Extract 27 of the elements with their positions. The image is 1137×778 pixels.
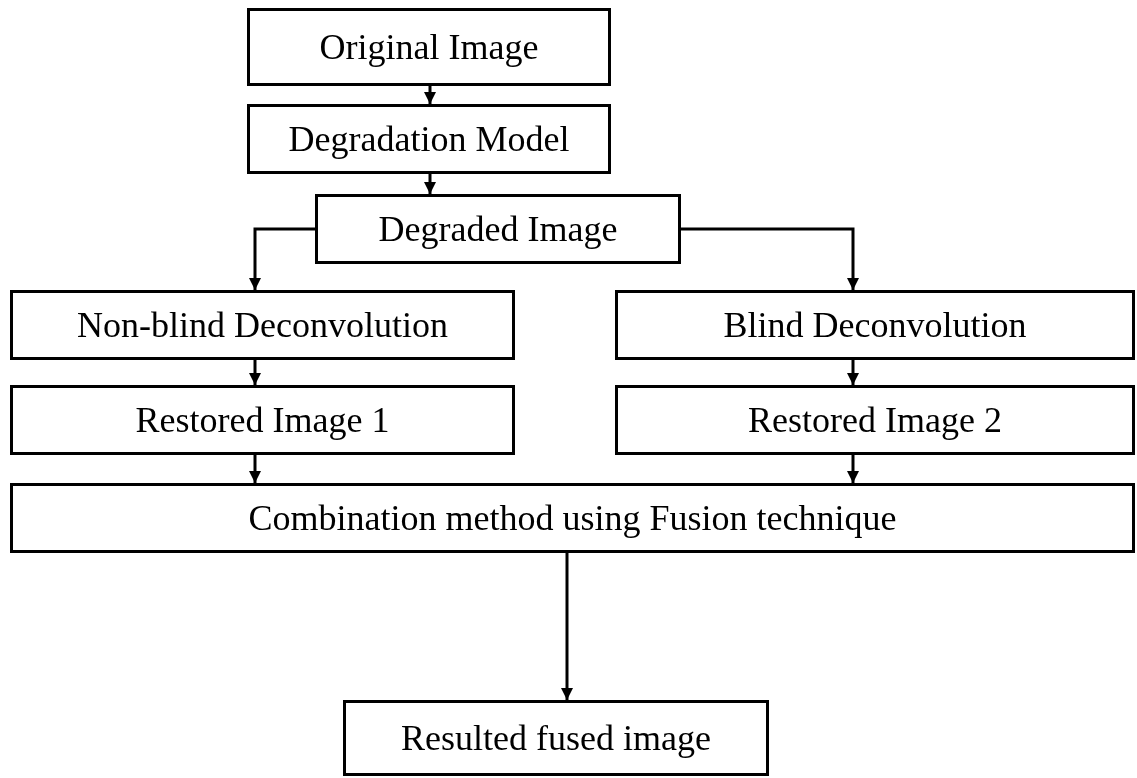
box-label: Combination method using Fusion technique	[248, 497, 897, 539]
arrow	[847, 455, 859, 483]
box-label: Degradation Model	[288, 118, 570, 160]
process-box	[10, 385, 515, 455]
arrow	[424, 174, 436, 194]
box-label: Restored Image 1	[135, 399, 390, 441]
arrow	[249, 360, 261, 385]
process-box	[343, 700, 769, 776]
box-label: Original Image	[319, 26, 539, 68]
process-box	[10, 483, 1135, 553]
process-box	[315, 194, 681, 264]
arrow	[249, 227, 315, 290]
process-box	[615, 290, 1135, 360]
arrow	[249, 455, 261, 483]
box-label: Non-blind Deconvolution	[77, 304, 448, 346]
process-box	[247, 104, 611, 174]
arrow	[561, 553, 573, 700]
box-label: Blind Deconvolution	[723, 304, 1027, 346]
box-label: Degraded Image	[378, 208, 618, 250]
process-box	[615, 385, 1135, 455]
arrow	[424, 86, 436, 104]
arrow	[681, 227, 859, 290]
box-label: Restored Image 2	[748, 399, 1002, 441]
box-label: Resulted fused image	[401, 717, 711, 759]
process-box	[10, 290, 515, 360]
process-box	[247, 8, 611, 86]
arrow	[847, 360, 859, 385]
